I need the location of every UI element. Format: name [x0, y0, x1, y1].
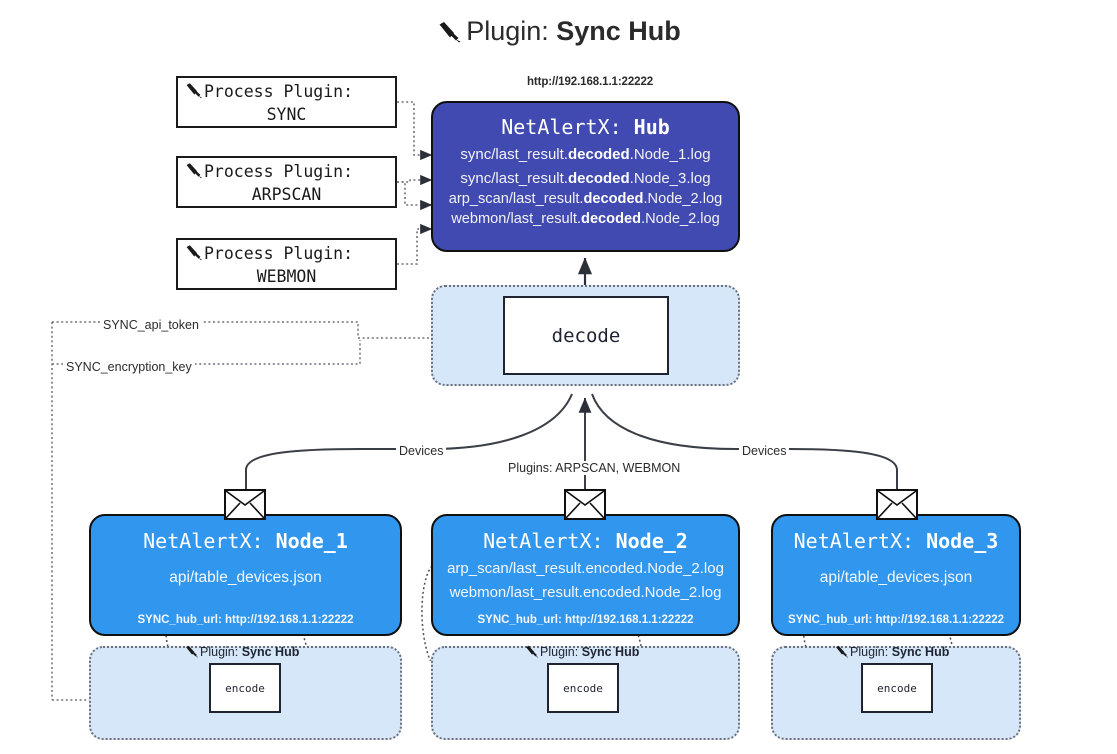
process-plugin-heading-text: Process Plugin: [204, 162, 354, 181]
node-title-name: Node_1 [275, 529, 348, 553]
plug-icon [524, 645, 539, 661]
node-hub-url: SYNC_hub_url: http://192.168.1.1:22222 [787, 614, 1005, 626]
envelope-icon [876, 489, 918, 520]
process-plugin-heading: Process Plugin: [178, 81, 395, 104]
node-title: NetAlertX: Node_3 [773, 529, 1019, 553]
node-hub-url: SYNC_hub_url: http://192.168.1.1:22222 [477, 614, 694, 626]
process-plugin-heading-text: Process Plugin: [204, 244, 354, 263]
node-1[interactable]: NetAlertX: Node_1 api/table_devices.json… [89, 514, 402, 636]
hub-log-line: sync/last_result.decoded.Node_3.log [460, 170, 711, 187]
process-plugin-heading-text: Process Plugin: [204, 82, 354, 101]
decode-box[interactable]: decode [503, 296, 669, 375]
plug-icon [184, 162, 203, 184]
plug-icon [436, 19, 462, 50]
node-data-line: webmon/last_result.encoded.Node_2.log [449, 584, 722, 601]
plugin-caption-prefix: Plugin: [200, 645, 242, 659]
plugin-caption-name: Sync Hub [581, 645, 640, 659]
edge-label-encryption-key: SYNC_encryption_key [63, 360, 195, 374]
node-3[interactable]: NetAlertX: Node_3 api/table_devices.json… [771, 514, 1021, 636]
encode-box-node-1[interactable]: encode [209, 663, 281, 713]
edge-label-plugins-middle: Plugins: ARPSCAN, WEBMON [505, 461, 684, 475]
page-title-prefix: Plugin: [466, 16, 557, 46]
node-title-prefix: NetAlertX: [483, 529, 616, 553]
process-plugin-box-sync[interactable]: Process Plugin: SYNC [176, 76, 397, 128]
hub-node[interactable]: NetAlertX: Hub sync/last_result.decoded.… [431, 101, 740, 252]
hub-title-name: Hub [633, 115, 670, 139]
hub-url-label: http://192.168.1.1:22222 [526, 76, 654, 88]
plugin-caption-prefix: Plugin: [540, 645, 582, 659]
hub-title-prefix: NetAlertX: [501, 115, 634, 139]
edge-label-api-token: SYNC_api_token [100, 318, 202, 332]
node-title: NetAlertX: Node_2 [433, 529, 738, 553]
process-plugin-heading: Process Plugin: [178, 161, 395, 184]
node-title-name: Node_3 [926, 529, 999, 553]
envelope-icon [564, 489, 606, 520]
node-2[interactable]: NetAlertX: Node_2 arp_scan/last_result.e… [431, 514, 740, 636]
edge-label-devices-right: Devices [739, 444, 790, 458]
page-title: Plugin: Sync Hub [0, 16, 1117, 50]
encode-box-node-2[interactable]: encode [547, 663, 619, 713]
node-data-line: arp_scan/last_result.encoded.Node_2.log [447, 560, 724, 577]
plugin-caption-prefix: Plugin: [850, 645, 892, 659]
process-plugin-name: ARPSCAN [251, 185, 322, 205]
plugin-caption-name: Sync Hub [241, 645, 300, 659]
node-title-name: Node_2 [615, 529, 688, 553]
node-hub-url: SYNC_hub_url: http://192.168.1.1:22222 [137, 614, 354, 626]
process-plugin-heading: Process Plugin: [178, 243, 395, 266]
plugin-caption-name: Sync Hub [891, 645, 950, 659]
node-title: NetAlertX: Node_1 [91, 529, 400, 553]
node-title-prefix: NetAlertX: [793, 529, 927, 553]
plug-icon [184, 82, 203, 104]
envelope-icon [224, 489, 266, 520]
process-plugin-name: WEBMON [256, 267, 317, 287]
hub-log-line: webmon/last_result.decoded.Node_2.log [451, 211, 720, 227]
process-plugin-name: SYNC [266, 105, 307, 125]
node-title-prefix: NetAlertX: [143, 529, 276, 553]
plugin-caption-node-3: Plugin: Sync Hub [834, 645, 949, 661]
node-data-line: api/table_devices.json [819, 569, 973, 586]
hub-log-line: arp_scan/last_result.decoded.Node_2.log [448, 191, 723, 207]
hub-log-line: sync/last_result.decoded.Node_1.log [460, 146, 711, 163]
hub-title: NetAlertX: Hub [433, 115, 738, 139]
plugin-caption-node-2: Plugin: Sync Hub [524, 645, 639, 661]
plug-icon [184, 244, 203, 266]
process-plugin-box-arpscan[interactable]: Process Plugin: ARPSCAN [176, 156, 397, 208]
plug-icon [184, 645, 199, 661]
edge-label-devices-left: Devices [396, 444, 447, 458]
process-plugin-box-webmon[interactable]: Process Plugin: WEBMON [176, 238, 397, 290]
plug-icon [834, 645, 849, 661]
plugin-caption-node-1: Plugin: Sync Hub [184, 645, 299, 661]
encode-box-node-3[interactable]: encode [861, 663, 933, 713]
node-data-line: api/table_devices.json [169, 569, 322, 586]
page-title-name: Sync Hub [556, 16, 681, 46]
